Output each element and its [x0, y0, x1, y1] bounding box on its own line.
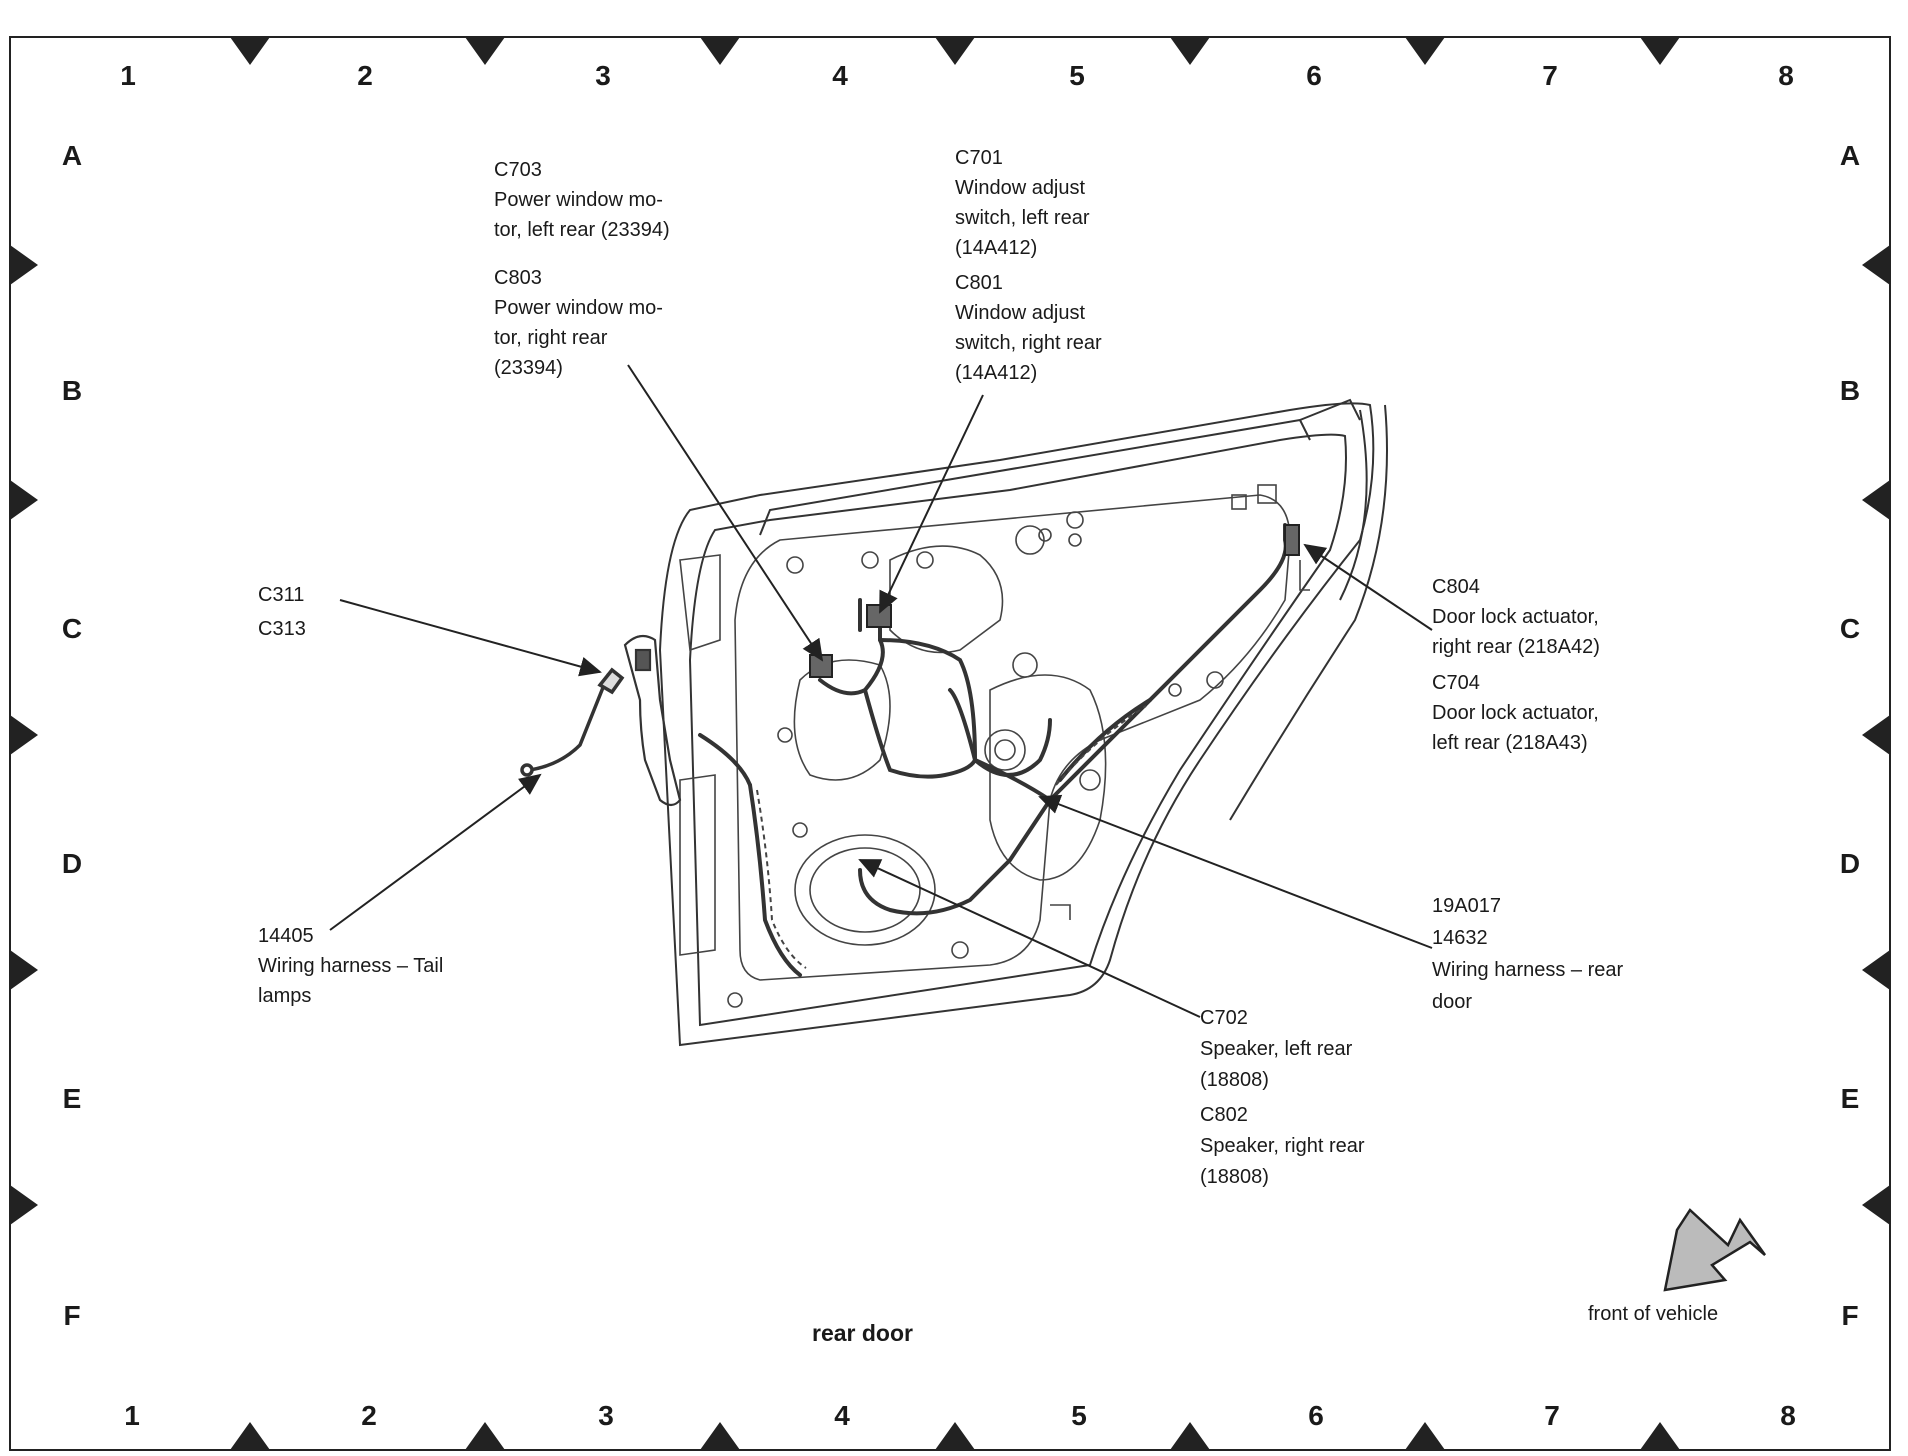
callout-c704: C704 Door lock actuator, left rear (218A…: [1432, 668, 1599, 758]
callout-harness-tail-line-2: Wiring harness – Tail: [258, 955, 444, 977]
grid-col-bottom-5: 5: [1071, 1400, 1087, 1431]
callout-harness-door-line-3: Wiring harness – rear: [1432, 959, 1624, 981]
grid-row-right-a: A: [1839, 140, 1861, 171]
grid-col-top-5: 5: [1069, 60, 1085, 91]
grid-col-bottom-3: 3: [598, 1400, 614, 1431]
grid-col-top-6: 6: [1306, 60, 1322, 91]
diagram-title: rear door: [812, 1320, 913, 1346]
callout-harness-tail: 14405 Wiring harness – Tail lamps: [258, 921, 443, 1011]
callout-c802-line-3: (18808): [1200, 1166, 1269, 1188]
callout-c702: C702 Speaker, left rear (18808): [1200, 1003, 1352, 1096]
grid-col-top-4: 4: [832, 60, 848, 91]
callout-c801-line-4: (14A412): [955, 362, 1038, 384]
top-grid-markers: [230, 37, 1680, 65]
callout-c804-line-3: right rear (218A42): [1432, 636, 1600, 658]
callout-c803-line-3: tor, right rear: [494, 327, 608, 349]
grid-col-top-2: 2: [357, 60, 373, 91]
grid-col-bottom-4: 4: [834, 1400, 850, 1431]
grid-col-bottom-7: 7: [1544, 1400, 1560, 1431]
left-grid-markers: [10, 245, 38, 1225]
callout-c801-line-2: Window adjust: [955, 302, 1086, 324]
callout-c311: C311 C313: [258, 578, 306, 646]
grid-col-top-1: 1: [120, 60, 136, 91]
callout-c703: C703 Power window mo- tor, left rear (23…: [494, 155, 670, 245]
callout-c801-line-3: switch, right rear: [955, 332, 1102, 354]
callout-c804: C804 Door lock actuator, right rear (218…: [1432, 572, 1600, 662]
callout-c804-line-1: C804: [1432, 576, 1480, 598]
callout-c704-line-2: Door lock actuator,: [1432, 702, 1599, 724]
callout-c801-line-1: C801: [955, 272, 1003, 294]
callout-c703-line-3: tor, left rear (23394): [494, 219, 670, 241]
callout-c704-line-1: C704: [1432, 672, 1480, 694]
callout-harness-door: 19A017 14632 Wiring harness – rear door: [1432, 890, 1623, 1018]
front-of-vehicle-label: front of vehicle: [1588, 1303, 1719, 1325]
callout-c702-line-2: Speaker, left rear: [1200, 1038, 1353, 1060]
wiring-harness: [698, 523, 1288, 977]
callout-c801: C801 Window adjust switch, right rear (1…: [955, 268, 1102, 388]
callout-c701-line-4: (14A412): [955, 237, 1038, 259]
grid-row-right-c: C: [1839, 613, 1861, 644]
callout-c702-line-3: (18808): [1200, 1069, 1269, 1091]
grid-row-left-f: F: [63, 1300, 81, 1331]
leader-lines: [329, 364, 1433, 1018]
tail-lamp-harness: [520, 667, 625, 777]
callout-c701: C701 Window adjust switch, left rear (14…: [955, 143, 1089, 263]
callout-c803: C803 Power window mo- tor, right rear (2…: [494, 263, 663, 383]
grid-row-left-a: A: [61, 140, 83, 171]
grid-col-bottom-1: 1: [124, 1400, 140, 1431]
grid-row-left-b: B: [61, 375, 83, 406]
callout-c701-line-1: C701: [955, 147, 1003, 169]
grid-col-bottom-8: 8: [1780, 1400, 1796, 1431]
grid-row-right-b: B: [1839, 375, 1861, 406]
right-grid-markers: [1862, 245, 1890, 1225]
grid-row-right-d: D: [1839, 848, 1861, 879]
callout-harness-tail-line-3: lamps: [258, 985, 312, 1007]
callout-c802: C802 Speaker, right rear (18808): [1200, 1100, 1365, 1193]
callout-c803-line-1: C803: [494, 267, 542, 289]
grid-col-bottom-2: 2: [361, 1400, 377, 1431]
grid-col-top-8: 8: [1778, 60, 1794, 91]
callout-c311-line-1: C311: [258, 584, 305, 606]
grid-row-right-e: E: [1840, 1083, 1860, 1114]
grid-col-bottom-6: 6: [1308, 1400, 1324, 1431]
callout-c311-line-2: C313: [258, 618, 306, 640]
rear-door-outline: [658, 398, 1388, 1047]
grid-row-left-e: E: [62, 1083, 82, 1114]
front-of-vehicle-arrow: [1663, 1208, 1767, 1292]
callout-c802-line-2: Speaker, right rear: [1200, 1135, 1365, 1157]
callout-harness-door-line-4: door: [1432, 991, 1473, 1013]
grid-row-left-d: D: [61, 848, 83, 879]
callout-c803-line-4: (23394): [494, 357, 563, 379]
wiring-harness-dashed: [756, 705, 1147, 969]
callout-c701-line-3: switch, left rear: [955, 207, 1090, 229]
callout-c804-line-2: Door lock actuator,: [1432, 606, 1599, 628]
diagram-frame: [9, 36, 1891, 1451]
grid-col-top-7: 7: [1542, 60, 1558, 91]
callout-c803-line-2: Power window mo-: [494, 297, 663, 319]
callout-harness-tail-line-1: 14405: [258, 925, 314, 947]
grid-row-right-f: F: [1841, 1300, 1859, 1331]
grid-col-top-3: 3: [595, 60, 611, 91]
callout-c703-line-2: Power window mo-: [494, 189, 663, 211]
callout-c702-line-1: C702: [1200, 1007, 1248, 1029]
callout-c703-line-1: C703: [494, 159, 542, 181]
bottom-grid-markers: [230, 1422, 1680, 1450]
callout-c701-line-2: Window adjust: [955, 177, 1086, 199]
grid-row-left-c: C: [61, 613, 83, 644]
inner-panel: [679, 484, 1310, 1008]
callout-c802-line-1: C802: [1200, 1104, 1248, 1126]
door-grommet: [623, 634, 682, 807]
callout-c704-line-3: left rear (218A43): [1432, 732, 1588, 754]
callout-harness-door-line-2: 14632: [1432, 927, 1488, 949]
callout-harness-door-line-1: 19A017: [1432, 895, 1501, 917]
